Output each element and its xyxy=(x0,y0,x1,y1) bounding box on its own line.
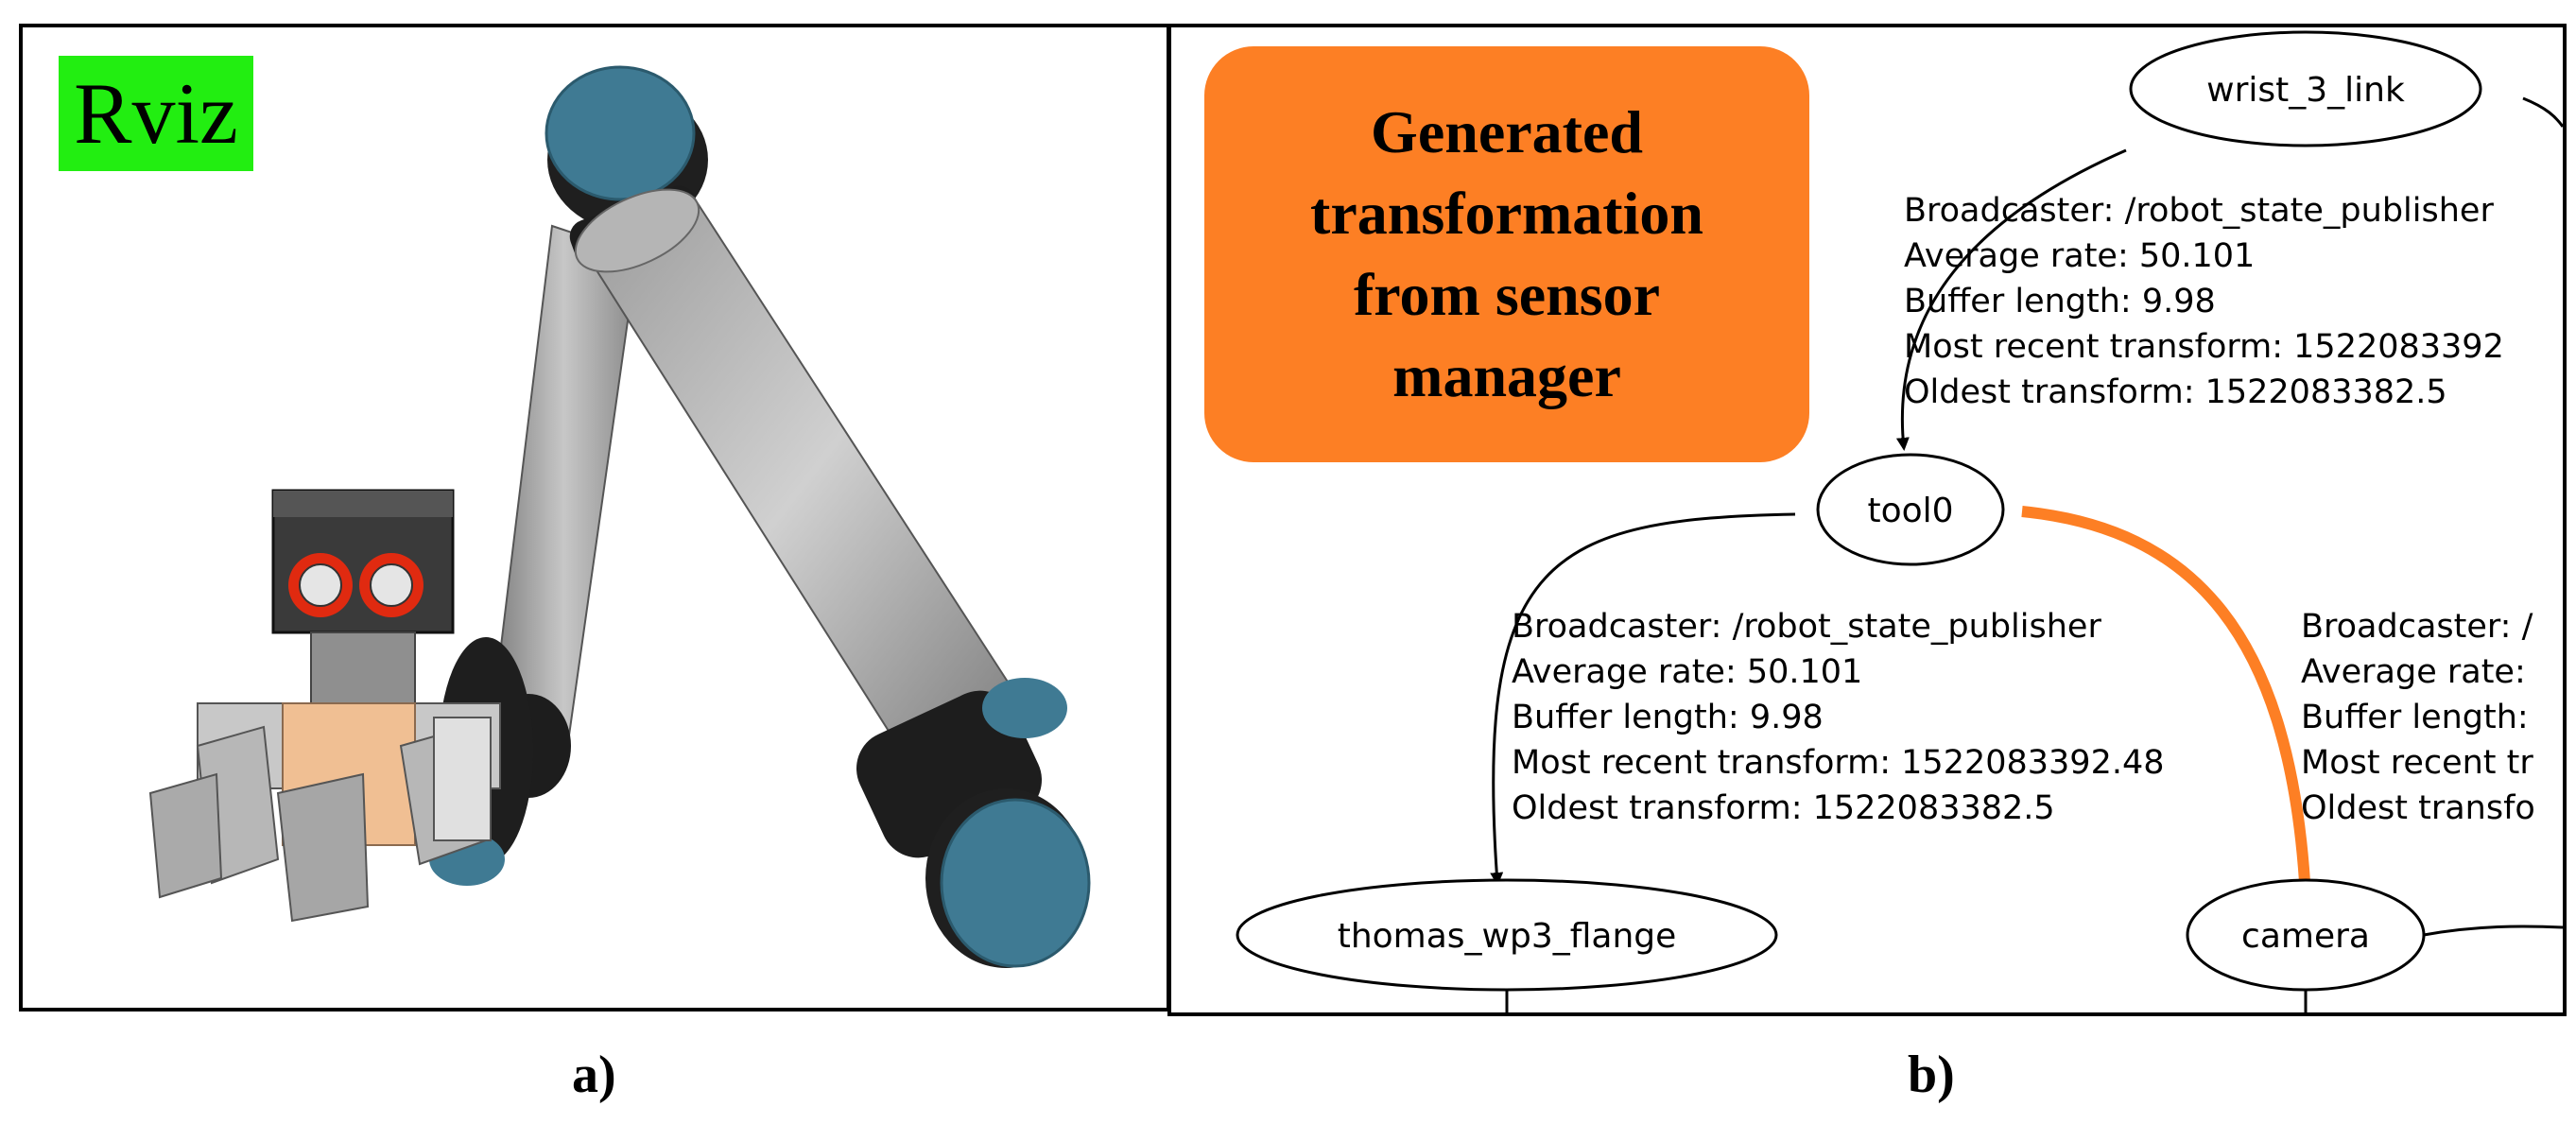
rviz-badge: Rviz xyxy=(59,56,253,171)
node-tool0: tool0 xyxy=(1816,453,2005,566)
node-tool0-label: tool0 xyxy=(1867,492,1953,530)
node-wrist-3-link: wrist_3_link xyxy=(2129,30,2482,147)
edge-info-right: Broadcaster: / Average rate: Buffer leng… xyxy=(2301,608,2535,827)
node-flange-label: thomas_wp3_flange xyxy=(1338,917,1677,956)
robot-arm-render xyxy=(148,65,1091,968)
node-wrist-label: wrist_3_link xyxy=(2206,71,2405,110)
edge-info-left-line: Oldest transform: 1522083382.5 xyxy=(1512,789,2055,827)
node-camera-label: camera xyxy=(2241,917,2370,956)
edge-info-top-line: Oldest transform: 1522083382.5 xyxy=(1904,373,2447,411)
edge-info-top-line: Buffer length: 9.98 xyxy=(1904,283,2216,320)
wrist-joint xyxy=(856,678,1091,968)
panel-b-caption: b) xyxy=(1908,1046,1955,1104)
node-camera: camera xyxy=(2186,878,2426,992)
edge-info-right-line: Buffer length: xyxy=(2301,699,2529,736)
edge-wrist-to-tool0 xyxy=(1895,148,2127,451)
edge-info-right-line: Average rate: xyxy=(2301,653,2526,691)
edge-info-right-line: Oldest transfo xyxy=(2301,789,2535,827)
node-thomas-wp3-flange: thomas_wp3_flange xyxy=(1236,878,1778,992)
edge-info-left-line: Most recent transform: 1522083392.48 xyxy=(1512,744,2165,782)
edge-tool0-to-flange xyxy=(1490,512,1796,886)
edge-info-right-line: Most recent tr xyxy=(2301,744,2533,782)
edge-info-left-line: Buffer length: 9.98 xyxy=(1512,699,1824,736)
sensor-manager-callout: Generated transformation from sensor man… xyxy=(1204,46,1809,462)
edge-info-top-line: Average rate: 50.101 xyxy=(1904,237,2255,275)
edge-info-right-line: Broadcaster: / xyxy=(2301,608,2533,646)
tf-graph: wrist_3_link tool0 thomas_wp3_flange cam… xyxy=(1236,30,2563,1012)
edge-wrist-offscreen xyxy=(2522,96,2563,128)
gripper-with-camera xyxy=(148,489,533,923)
edge-tool0-to-camera xyxy=(2021,506,2316,903)
edge-info-left-line: Broadcaster: /robot_state_publisher xyxy=(1512,608,2101,646)
edge-camera-offscreen xyxy=(2423,925,2563,937)
panel-a-caption: a) xyxy=(572,1046,616,1104)
edge-info-top-line: Most recent transform: 1522083392 xyxy=(1904,328,2504,366)
edge-info-left-line: Average rate: 50.101 xyxy=(1512,653,1862,691)
edge-info-top-line: Broadcaster: /robot_state_publisher xyxy=(1904,192,2494,230)
rviz-panel: Rviz xyxy=(19,24,1170,1012)
tf-tree-panel: Generated transformation from sensor man… xyxy=(1167,24,2567,1016)
edge-info-left: Broadcaster: /robot_state_publisher Aver… xyxy=(1512,608,2165,827)
forearm-link xyxy=(574,188,1027,776)
edge-info-top: Broadcaster: /robot_state_publisher Aver… xyxy=(1904,192,2504,411)
